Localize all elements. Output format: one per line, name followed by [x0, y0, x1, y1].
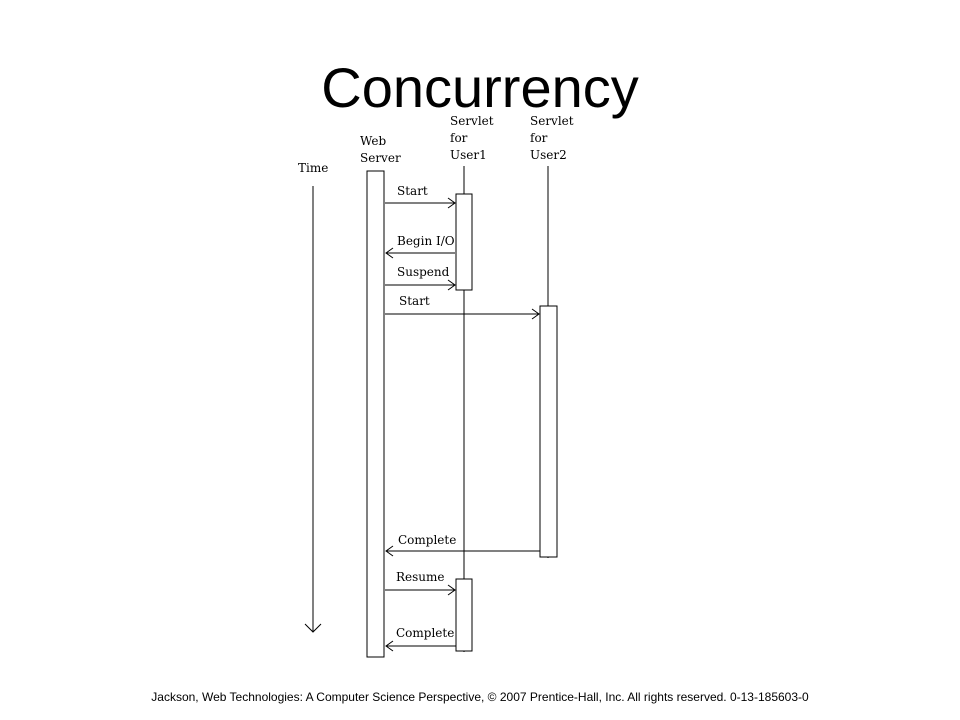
message-label: Complete: [396, 626, 454, 640]
message-begin-io: Begin I/O: [385, 234, 455, 259]
message-arrow-head: [447, 197, 456, 209]
message-label: Start: [397, 184, 428, 198]
message-complete-user2: Complete: [385, 533, 540, 557]
participant-label-line: Servlet: [530, 114, 574, 128]
message-arrow-head: [385, 247, 394, 259]
participant-label-line: Servlet: [450, 114, 494, 128]
activation-user1-first: [455, 193, 473, 291]
time-label: Time: [298, 161, 328, 175]
participant-label-line: Server: [360, 151, 401, 165]
message-label: Start: [399, 294, 430, 308]
message-suspend: Suspend: [385, 265, 456, 291]
participant-label-line: User1: [450, 148, 487, 162]
message-label: Complete: [398, 533, 456, 547]
time-arrow-head: [304, 623, 322, 633]
slide-footer: Jackson, Web Technologies: A Computer Sc…: [151, 690, 809, 704]
message-arrow-head: [447, 279, 456, 291]
participant-label-line: User2: [530, 148, 567, 162]
message-start-user1: Start: [385, 184, 456, 209]
message-complete-user1: Complete: [385, 626, 456, 652]
participant-servlet-user1-label: Servlet for User1: [450, 114, 494, 162]
message-arrow-head: [447, 584, 456, 596]
message-resume: Resume: [385, 570, 456, 596]
message-arrow-head: [385, 640, 394, 652]
message-start-user2: Start: [385, 294, 540, 320]
message-arrow-head: [385, 545, 394, 557]
participant-web-server-label: Web Server: [360, 134, 401, 165]
participant-label-line: Web: [360, 134, 386, 148]
activation-web-server: [366, 170, 385, 658]
participant-label-line: for: [530, 131, 548, 145]
participant-label-line: for: [450, 131, 468, 145]
message-arrow-head: [531, 308, 540, 320]
message-label: Begin I/O: [397, 234, 455, 248]
activation-user2: [539, 305, 558, 558]
activation-user1-second: [455, 578, 473, 652]
message-label: Resume: [396, 570, 445, 584]
time-axis: Time: [298, 161, 328, 633]
slide-title: Concurrency: [321, 56, 639, 119]
participant-servlet-user2-label: Servlet for User2: [530, 114, 574, 162]
message-label: Suspend: [397, 265, 450, 279]
